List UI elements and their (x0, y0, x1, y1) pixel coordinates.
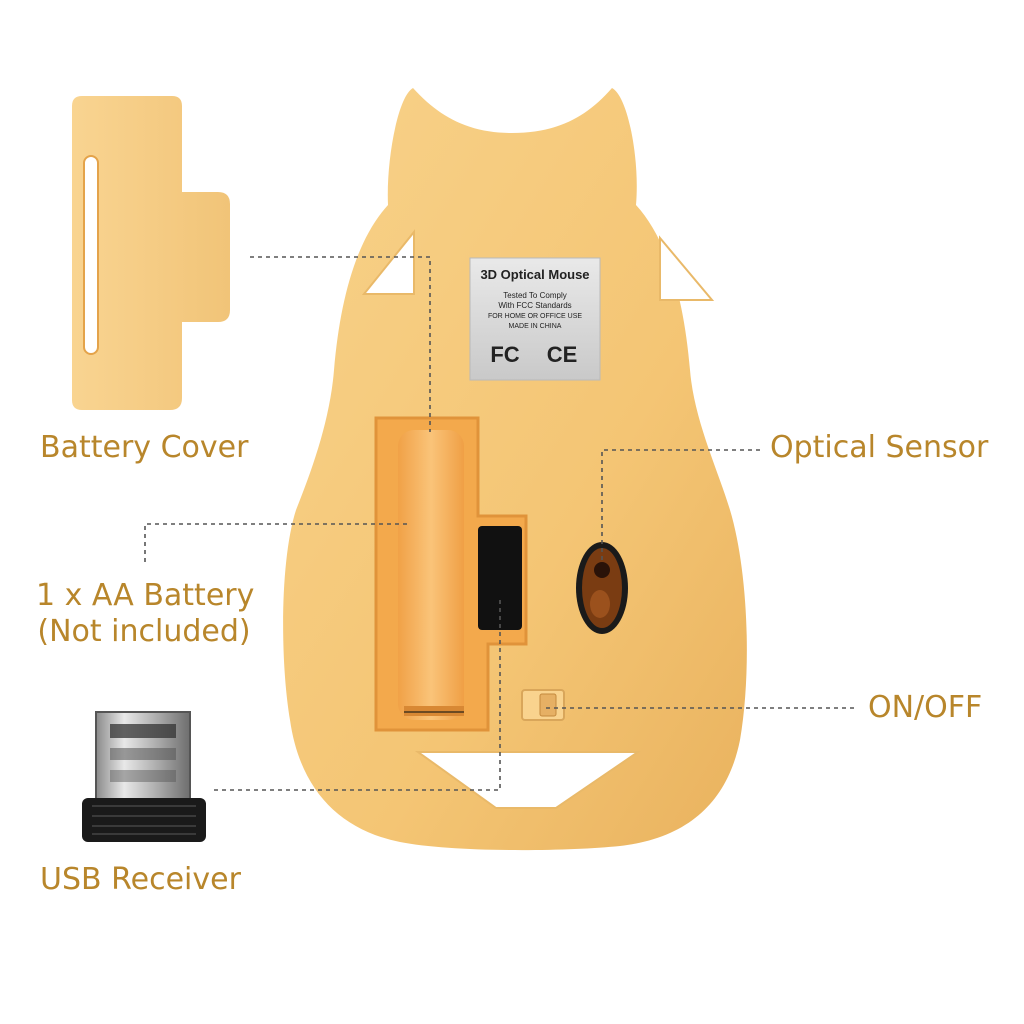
optical-sensor (576, 542, 628, 634)
battery-compartment (374, 416, 528, 732)
label-line-4: MADE IN CHINA (509, 323, 562, 330)
receiver-storage-slot (478, 526, 522, 630)
battery-cover-label: Battery Cover (40, 430, 249, 465)
on-off-label: ON/OFF (868, 690, 983, 725)
leader-optical-sensor (601, 449, 760, 562)
mouse-body: 3D Optical Mouse Tested To Comply With F… (283, 88, 747, 851)
product-label: 3D Optical Mouse Tested To Comply With F… (469, 257, 601, 381)
battery-label: 1 x AA Battery (Not included) (36, 578, 255, 650)
right-foot-pad (659, 235, 715, 301)
optical-sensor-label: Optical Sensor (770, 430, 989, 465)
leader-lines (144, 256, 854, 791)
battery-cover-slot (83, 155, 99, 355)
usb-receiver (82, 711, 206, 842)
usb-receiver-label: USB Receiver (40, 862, 241, 897)
label-line-2: With FCC Standards (498, 301, 571, 310)
left-foot-pad (361, 229, 415, 295)
label-line-3: FOR HOME OR OFFICE USE (488, 313, 582, 320)
aa-battery (398, 430, 464, 720)
battery-cover (72, 96, 230, 410)
fcc-mark: FC (490, 342, 519, 367)
power-switch (521, 689, 565, 721)
leader-battery-cover (250, 256, 431, 432)
ce-mark: CE (547, 342, 578, 367)
label-title: 3D Optical Mouse (480, 267, 589, 282)
battery-label-line-1: 1 x AA Battery (36, 578, 255, 613)
battery-label-line-2: (Not included) (37, 614, 251, 649)
label-line-1: Tested To Comply (503, 291, 566, 300)
